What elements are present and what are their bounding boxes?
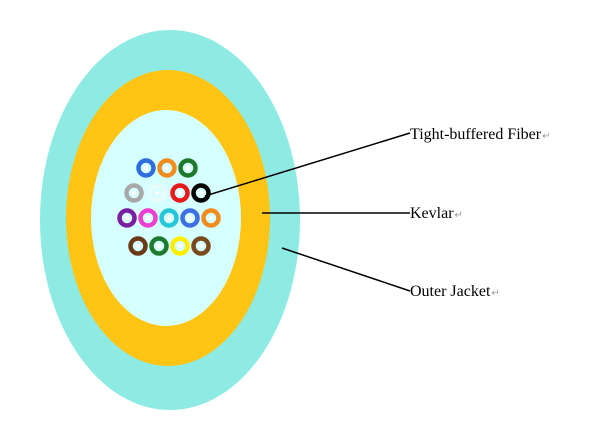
label-tight-buffered-fiber: Tight-buffered Fiber	[410, 126, 542, 143]
fiber-15-center	[177, 243, 183, 249]
fiber-9	[138, 208, 158, 228]
fiber-16	[191, 236, 211, 256]
fiber-4	[124, 183, 144, 203]
label-kevlar-text: Kevlar↵	[410, 205, 463, 222]
fiber-10-center	[166, 215, 172, 221]
core-layer	[91, 110, 241, 326]
fiber-4-center	[131, 190, 137, 196]
fiber-16-center	[198, 243, 204, 249]
fiber-15	[170, 236, 190, 256]
fiber-2-center	[164, 165, 170, 171]
fiber-2	[157, 158, 177, 178]
fiber-14-center	[156, 243, 162, 249]
fiber-8	[117, 208, 137, 228]
fiber-1	[136, 158, 156, 178]
fiber-13	[128, 236, 148, 256]
fiber-1-center	[143, 165, 149, 171]
label-kevlar: Kevlar	[410, 205, 454, 222]
fiber-3-center	[185, 165, 191, 171]
fiber-10	[159, 208, 179, 228]
paragraph-mark-icon: ↵	[542, 131, 550, 142]
fiber-7	[191, 183, 211, 203]
leader-line-outer-jacket	[281, 247, 411, 292]
label-outer-jacket-text: Outer Jacket↵	[410, 283, 500, 300]
fiber-14	[149, 236, 169, 256]
fiber-12-center	[208, 215, 214, 221]
fiber-11	[180, 208, 200, 228]
fiber-5	[147, 183, 167, 203]
label-tight-buffered-fiber-text: Tight-buffered Fiber↵	[410, 126, 551, 143]
fiber-7-center	[198, 190, 204, 196]
fiber-6	[170, 183, 190, 203]
fiber-9-center	[145, 215, 151, 221]
paragraph-mark-icon: ↵	[455, 210, 463, 221]
fiber-bundle	[117, 158, 221, 256]
leader-line-tight-buffered-fiber	[204, 132, 411, 197]
fiber-8-center	[124, 215, 130, 221]
fiber-12	[201, 208, 221, 228]
fiber-3	[178, 158, 198, 178]
label-outer-jacket: Outer Jacket	[410, 283, 491, 300]
paragraph-mark-icon: ↵	[491, 288, 499, 299]
fiber-11-center	[187, 215, 193, 221]
fiber-5-center	[154, 190, 160, 196]
fiber-6-center	[177, 190, 183, 196]
fiber-13-center	[135, 243, 141, 249]
